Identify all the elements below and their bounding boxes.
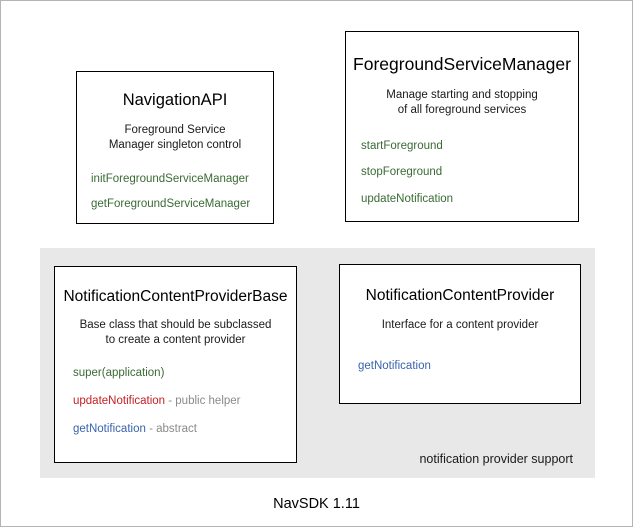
method-name: getNotification [358,359,431,372]
method-row: startForeground [361,140,578,154]
method-list-notification-content-provider-base: super(application) updateNotification - … [55,367,296,436]
class-title-navigation-api: NavigationAPI [122,91,228,109]
class-title-notification-content-provider-base: NotificationContentProviderBase [63,288,288,305]
method-name: updateNotification [361,193,454,206]
method-row: stopForeground [361,166,578,180]
method-row: updateNotification [361,193,578,207]
class-title-foreground-service-manager: ForegroundServiceManager [353,54,571,74]
method-name: startForeground [361,139,443,152]
method-name: initForegroundServiceManager [91,173,249,186]
provider-group-label: notification provider support [419,452,573,466]
method-row: updateNotification - public helper [73,395,296,409]
method-list-foreground-service-manager: startForeground stopForeground updateNot… [346,140,578,207]
method-row: super(application) [73,367,296,381]
method-name: getNotification [73,422,146,435]
method-row: initForegroundServiceManager [91,173,273,187]
class-box-foreground-service-manager[interactable]: ForegroundServiceManager Manage starting… [345,31,579,222]
class-description-notification-content-provider: Interface for a content provider [381,318,539,331]
class-description-navigation-api: Foreground Service Manager singleton con… [108,123,242,151]
class-box-notification-content-provider-base[interactable]: NotificationContentProviderBase Base cla… [54,266,297,463]
method-note: - public helper [165,395,241,408]
method-name: getForegroundServiceManager [91,198,251,211]
method-row: getForegroundServiceManager [91,198,273,212]
method-name: updateNotification [73,395,166,408]
class-description-notification-content-provider-base: Base class that should be subclassed to … [79,318,272,346]
method-row: getNotification - abstract [73,423,296,437]
footer-version-label: NavSDK 1.11 [273,496,360,512]
class-title-notification-content-provider: NotificationContentProvider [365,287,555,304]
class-box-notification-content-provider[interactable]: NotificationContentProvider Interface fo… [339,264,581,404]
method-name: super(application) [73,367,165,380]
method-list-notification-content-provider: getNotification [340,360,580,374]
method-note: - abstract [145,422,198,435]
method-name: stopForeground [361,166,443,179]
class-box-navigation-api[interactable]: NavigationAPI Foreground Service Manager… [76,71,274,224]
method-row: getNotification [358,360,580,374]
class-description-foreground-service-manager: Manage starting and stopping of all fore… [386,89,538,116]
method-list-navigation-api: initForegroundServiceManager getForegrou… [77,173,273,212]
